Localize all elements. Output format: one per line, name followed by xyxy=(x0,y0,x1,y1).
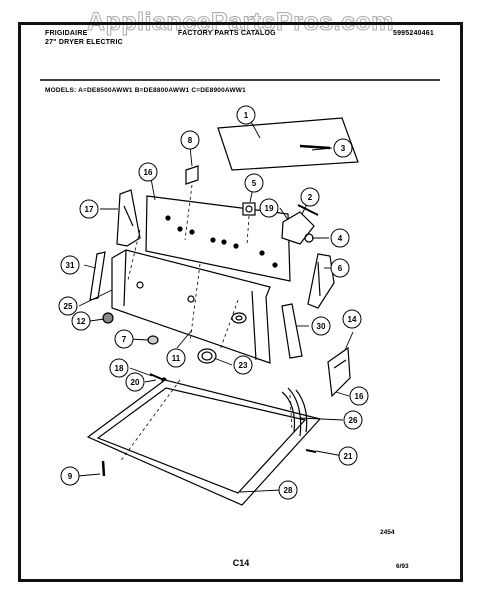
part-end-cap-right xyxy=(307,253,335,309)
callout-label: 6 xyxy=(338,264,343,273)
callout-circle xyxy=(330,228,350,248)
callout-label: 7 xyxy=(122,335,127,344)
callout-label: 8 xyxy=(188,136,193,145)
part-end-cap-left xyxy=(89,251,106,301)
callout-circle xyxy=(109,358,129,378)
callout-label: 28 xyxy=(284,486,293,495)
callout-circle xyxy=(125,372,145,392)
product-label: 27" DRYER ELECTRIC xyxy=(45,39,123,46)
part-backsplash xyxy=(145,195,291,282)
callout-label: 19 xyxy=(265,204,274,213)
callout-label: 23 xyxy=(239,361,248,370)
callout-circle xyxy=(342,309,362,329)
part-top-panel xyxy=(217,117,359,171)
callout-label: 31 xyxy=(66,261,75,270)
callout-label: 26 xyxy=(349,416,358,425)
callout-circle xyxy=(138,162,158,182)
callout-label: 12 xyxy=(77,317,86,326)
part-screw xyxy=(101,460,106,477)
print-date: 6/93 xyxy=(396,563,409,570)
callout-circle xyxy=(79,199,99,219)
callout-label: 21 xyxy=(344,452,353,461)
callout-label: 17 xyxy=(85,205,94,214)
callout-circle xyxy=(278,480,298,500)
callout-label: 4 xyxy=(338,234,343,243)
part-timer-dial xyxy=(197,348,217,364)
callout-circle xyxy=(71,311,91,331)
callout-label: 2 xyxy=(308,193,313,202)
callout-circle xyxy=(233,355,253,375)
models-line: MODELS: A=DE8500AWW1 B=DE8800AWW1 C=DE89… xyxy=(45,87,246,94)
callout-label: 18 xyxy=(115,364,124,373)
callout-circle xyxy=(244,173,264,193)
callout-label: 16 xyxy=(144,168,153,177)
callout-circle xyxy=(338,446,358,466)
callout-circle xyxy=(236,105,256,125)
callout-circle xyxy=(166,348,186,368)
page-code: C14 xyxy=(233,558,250,568)
callout-circle xyxy=(58,296,78,316)
callout-circle xyxy=(259,198,279,218)
callout-label: 25 xyxy=(64,302,73,311)
callout-circle xyxy=(60,255,80,275)
part-door-switch xyxy=(327,346,351,398)
diagram-number: 2454 xyxy=(380,529,395,536)
part-end-trim xyxy=(281,303,303,359)
part-knob xyxy=(102,312,114,324)
callout-label: 30 xyxy=(317,322,326,331)
callout-label: 5 xyxy=(252,179,257,188)
callout-circle xyxy=(180,130,200,150)
callout-label: 16 xyxy=(355,392,364,401)
callout-label: 20 xyxy=(131,378,140,387)
callout-circle xyxy=(349,386,369,406)
callout-label: 11 xyxy=(172,354,181,363)
callout-label: 9 xyxy=(68,472,73,481)
brand-label: FRIGIDAIRE xyxy=(45,30,88,37)
callout-label: 3 xyxy=(341,144,346,153)
catalog-title: FACTORY PARTS CATALOG xyxy=(178,30,276,37)
callout-circle xyxy=(311,316,331,336)
callout-circle xyxy=(300,187,320,207)
part-selector-switch xyxy=(185,165,199,185)
callout-circle xyxy=(114,329,134,349)
callout-circle xyxy=(60,466,80,486)
publication-number: 5995240461 xyxy=(393,30,434,37)
callout-label: 1 xyxy=(244,111,249,120)
callout-circle xyxy=(343,410,363,430)
callout-circle xyxy=(333,138,353,158)
callout-circle xyxy=(330,258,350,278)
part-switch xyxy=(242,202,256,216)
part-end-bracket xyxy=(116,189,141,247)
page-border xyxy=(18,22,463,582)
part-push-button xyxy=(147,335,159,345)
part-harness xyxy=(281,391,296,433)
callout-label: 14 xyxy=(348,315,357,324)
